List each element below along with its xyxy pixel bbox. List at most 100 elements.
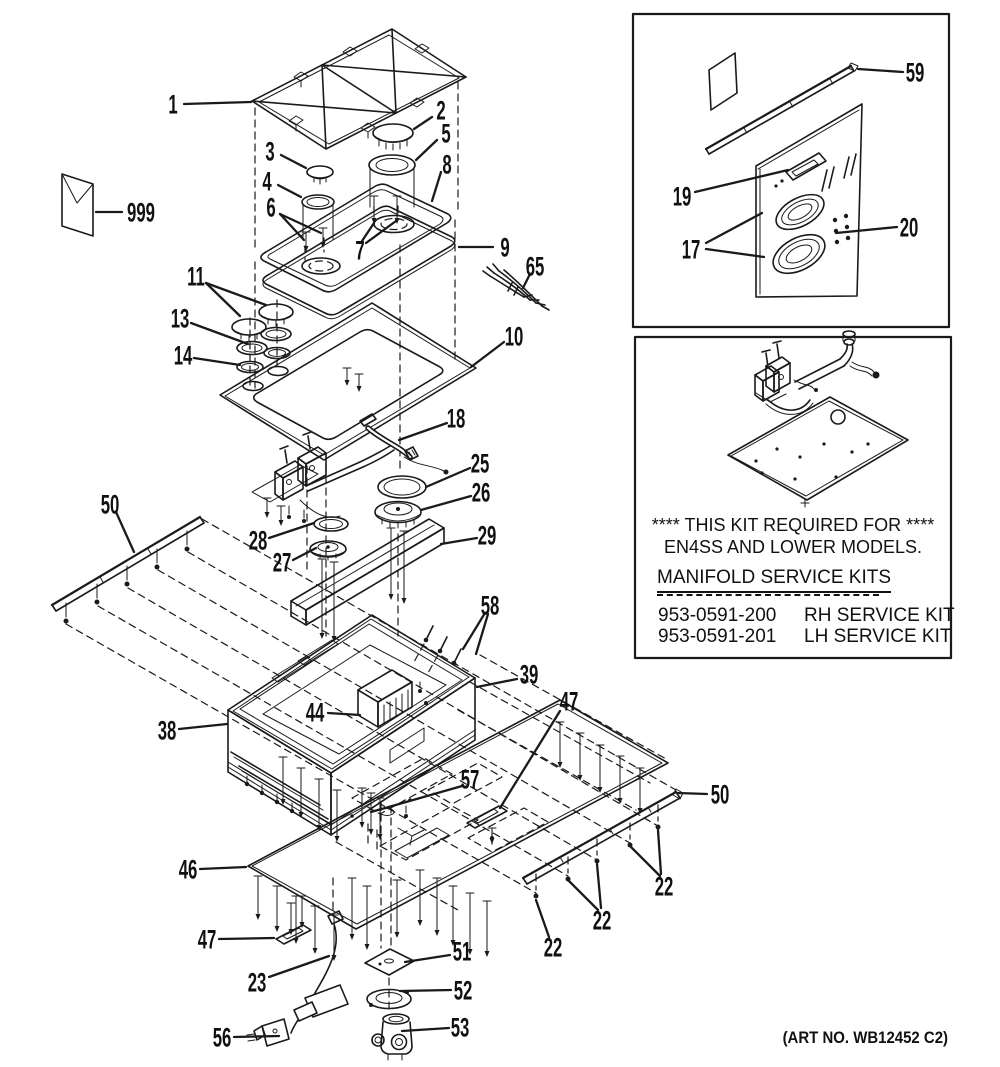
manifold-assembly <box>754 330 880 415</box>
screw-pin <box>342 367 352 386</box>
part-callout-11: 11 <box>187 262 205 292</box>
part-callout-53: 53 <box>451 1013 470 1043</box>
kit-note-line-2: EN4SS AND LOWER MODELS. <box>663 537 923 557</box>
part-callout-59: 59 <box>906 58 925 88</box>
leader-line-20 <box>834 225 899 235</box>
leader-line-53 <box>400 1026 451 1033</box>
leader-line-27 <box>291 546 318 562</box>
kit-row-rh: 953-0591-200 RH SERVICE KIT <box>658 605 955 627</box>
screw-pin <box>362 885 372 950</box>
screw-pin <box>297 895 307 928</box>
projection-lines <box>65 81 677 1013</box>
screw-pin <box>595 744 605 793</box>
part-callout-7: 7 <box>355 236 364 266</box>
grate-part-1 <box>251 28 467 150</box>
gasket-part-9 <box>262 205 456 320</box>
screw-pin <box>310 905 320 954</box>
part-callout-3: 3 <box>265 137 274 167</box>
part-callout-10: 10 <box>505 322 524 352</box>
screw-pin <box>487 827 497 844</box>
leader-line-10 <box>469 340 506 369</box>
kit-description: LH SERVICE KIT <box>804 626 952 647</box>
part-callout-50: 50 <box>101 490 120 520</box>
screw-pin <box>347 877 357 940</box>
leader-line-22 <box>595 862 603 910</box>
screw-pins <box>253 195 645 961</box>
kit-note-line-1: **** THIS KIT REQUIRED FOR **** <box>651 515 935 535</box>
leader-line-46 <box>198 865 248 871</box>
leader-line-47 <box>217 936 276 941</box>
part-callout-46: 46 <box>179 855 198 885</box>
leader-line-22 <box>629 845 662 878</box>
screw-pin <box>262 497 272 518</box>
part-callout-47: 47 <box>560 687 579 717</box>
part-callout-52: 52 <box>454 976 473 1006</box>
kit-description: RH SERVICE KIT <box>804 605 955 626</box>
leader-line-38 <box>177 722 229 731</box>
screw-pin <box>332 789 342 842</box>
burner-ring-5 <box>368 154 416 208</box>
projection-line <box>127 587 598 861</box>
kit-part-number: 953-0591-200 <box>658 605 777 626</box>
manifold-kits-heading: MANIFOLD SERVICE KITS <box>657 567 892 593</box>
part-callout-38: 38 <box>158 716 177 746</box>
leader-line-26 <box>419 494 473 512</box>
screw-pin <box>276 505 286 526</box>
part-callout-22: 22 <box>655 872 674 902</box>
part-callout-57: 57 <box>461 765 480 795</box>
gas-tube-18 <box>359 413 449 475</box>
part-callout-27: 27 <box>273 548 292 578</box>
screw-pin <box>615 755 625 804</box>
leader-line-52 <box>398 988 453 993</box>
kit-box-2 <box>633 330 953 660</box>
leader-line-13 <box>189 321 250 346</box>
leader-line-51 <box>403 953 452 964</box>
part-callout-65: 65 <box>526 252 545 282</box>
envelope-999 <box>61 173 94 237</box>
screw-pin <box>317 558 327 639</box>
screw-pin <box>415 869 425 926</box>
screw-pin <box>369 195 379 224</box>
part-callout-26: 26 <box>472 478 491 508</box>
screw-pin <box>272 885 282 932</box>
part-callout-58: 58 <box>481 591 500 621</box>
leader-line-19 <box>693 168 790 194</box>
valve-assembly <box>251 413 449 523</box>
part-callout-51: 51 <box>453 937 472 967</box>
part-callout-39: 39 <box>520 660 539 690</box>
part-callout-25: 25 <box>471 449 490 479</box>
leader-line-6 <box>278 212 306 242</box>
part-callout-5: 5 <box>441 119 450 149</box>
kit-box-1 <box>631 12 951 329</box>
leader-line-5 <box>414 138 439 162</box>
burner-cap-3 <box>306 165 334 185</box>
cable-23 <box>290 903 349 1034</box>
leader-line-25 <box>424 466 472 489</box>
burner-ring-28 <box>313 516 349 532</box>
projection-line <box>187 551 659 827</box>
burner-26 <box>374 500 422 529</box>
screw-pin <box>482 900 492 957</box>
leader-line-14 <box>192 356 242 367</box>
leader-line-7 <box>360 221 376 243</box>
leader-line-23 <box>267 954 331 979</box>
leader-line-65 <box>521 272 532 290</box>
bracket-29 <box>290 518 445 626</box>
wire-harness-65 <box>482 263 550 311</box>
part-callout-29: 29 <box>478 521 497 551</box>
leader-line-17 <box>704 247 766 259</box>
leader-line-28 <box>267 521 316 540</box>
screw-pin <box>301 231 311 252</box>
part-callout-17: 17 <box>682 235 701 265</box>
connector-56 <box>246 1018 290 1047</box>
side-rail-50-left <box>50 515 205 624</box>
leader-line-22 <box>567 879 600 912</box>
kit-part-number: 953-0591-201 <box>658 626 777 647</box>
projection-line <box>65 623 537 894</box>
part-callout-13: 13 <box>171 304 190 334</box>
leader-line-3 <box>279 153 308 170</box>
screw-pin <box>555 721 565 768</box>
side-rail-50-right <box>521 788 684 899</box>
